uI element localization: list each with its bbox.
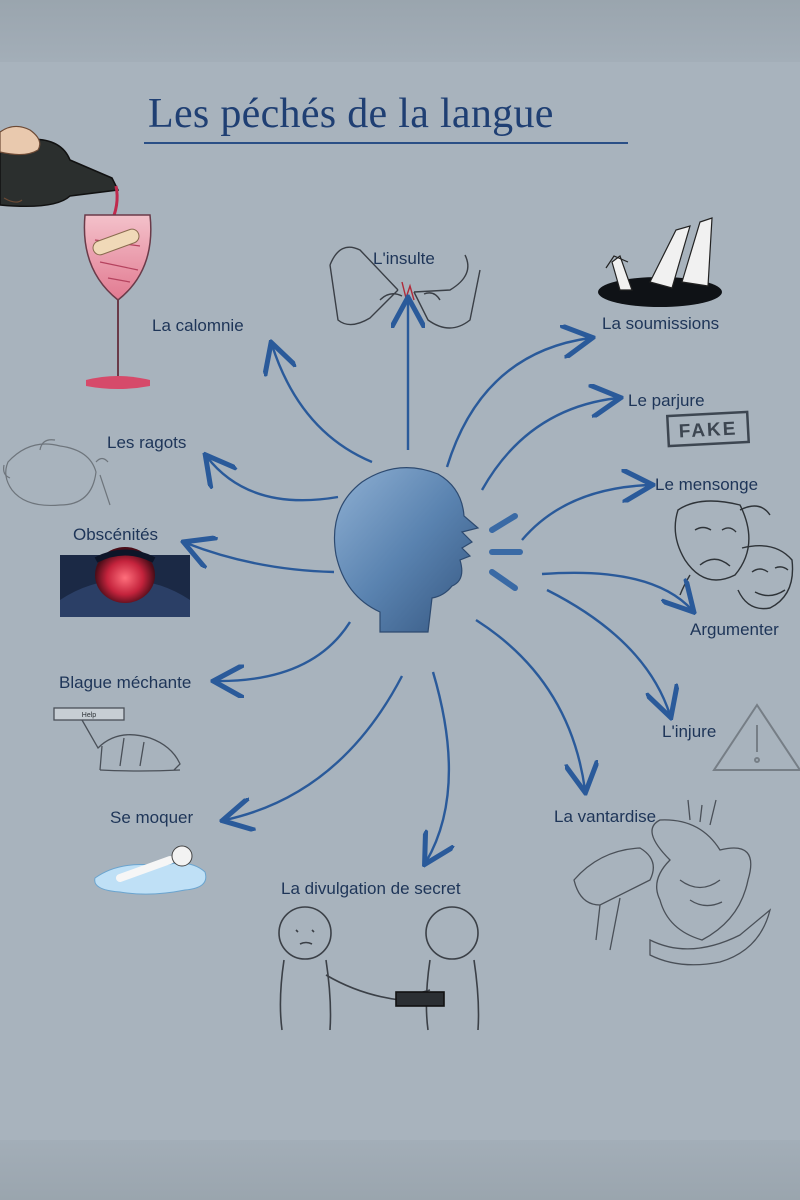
top-band [0,0,800,62]
label-argumenter: Argumenter [690,620,779,639]
legs-in-hole-icon [598,217,722,307]
arrow-injure [546,588,670,715]
arrow-blague [216,621,352,681]
label-soumissions: La soumissions [602,314,720,333]
arrow-vantardise [475,618,585,790]
label-parjure: Le parjure [628,391,705,410]
label-moquer: Se moquer [110,808,194,827]
arrow-parjure [480,398,618,491]
label-calomnie: La calomnie [152,316,244,335]
arrow-mensonge [521,485,650,541]
warning-triangle-icon [712,703,800,771]
gossip-sketch-icon [3,439,111,507]
two-figures-handshake-icon [278,906,480,1031]
label-insulte: L'insulte [373,249,435,268]
figure-in-puddle-icon [94,845,207,895]
speaking-head-icon [333,467,523,633]
fake-stamp-icon: FAKE [665,410,751,448]
wine-glass-pouring-icon [0,125,152,389]
arrow-soumissions [445,338,590,468]
arrow-divulgation [426,671,449,862]
label-divulgation: La divulgation de secret [281,879,461,898]
label-vantardise: La vantardise [554,807,657,826]
bottom-band [0,1140,800,1200]
page-title: Les péchés de la langue [148,91,554,137]
arrow-argumenter [541,571,692,610]
arrow-moquer [225,675,404,820]
arrow-obscenites [186,543,335,574]
help-sign-sketch-icon [53,707,181,772]
arrow-calomnie [272,345,373,464]
label-obscenites: Obscénités [73,525,159,544]
label-ragots: Les ragots [107,433,187,452]
fake-stamp-text: FAKE [678,418,738,442]
tearing-paper-hands-icon [329,246,481,329]
arrow-ragots [207,457,339,502]
label-injure: L'injure [662,722,717,741]
help-sign-text: Help [82,712,97,719]
title-underline [144,142,628,144]
label-mensonge: Le mensonge [655,475,759,494]
anatomical-heart-hands-icon [573,799,772,966]
label-blague: Blague méchante [59,673,192,692]
red-glowing-throat-icon [60,547,190,617]
